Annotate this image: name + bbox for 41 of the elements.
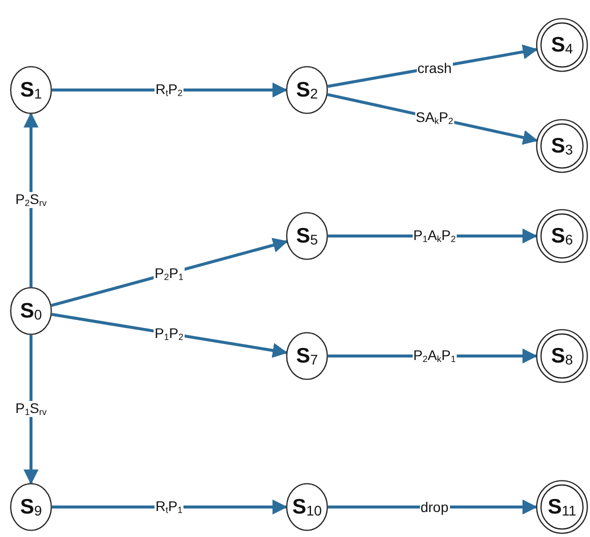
state-label: S$_{3}$ bbox=[551, 136, 573, 156]
state-circle bbox=[286, 66, 328, 114]
state-label: S$_{11}$ bbox=[548, 496, 576, 518]
edge-label: P$_{2}$A$_{k}$P$_{1}$ bbox=[412, 348, 457, 364]
edge-label: R$_{t}$P$_{2}$ bbox=[154, 82, 184, 98]
state-label: S$_{5}$ bbox=[296, 226, 318, 246]
state-label: S$_{1}$ bbox=[20, 80, 42, 100]
state-label: S$_{6}$ bbox=[551, 226, 573, 246]
accepting-state-circle bbox=[536, 18, 588, 72]
edge-label: P$_{2}$P$_{1}$ bbox=[154, 266, 184, 282]
arrow bbox=[24, 112, 38, 287]
edge-label: P$_{1}$A$_{k}$P$_{2}$ bbox=[412, 228, 457, 244]
accepting-state-circle bbox=[536, 119, 588, 173]
state-label: S$_{9}$ bbox=[20, 496, 42, 518]
arrow bbox=[52, 500, 288, 514]
state-circle bbox=[286, 483, 328, 531]
edge-label: drop bbox=[419, 500, 450, 514]
state-circle bbox=[286, 212, 328, 260]
arrow bbox=[52, 82, 288, 98]
arrow bbox=[24, 335, 38, 484]
state-label: S$_{10}$ bbox=[292, 496, 322, 518]
arrow bbox=[51, 238, 288, 307]
edge-label: P$_{1}$S$_{rv}$ bbox=[14, 401, 48, 417]
accepting-state-circle bbox=[536, 329, 588, 383]
edge-label: P$_{1}$P$_{2}$ bbox=[154, 326, 184, 342]
edge-label: SA$_{k}$P$_{2}$ bbox=[414, 110, 454, 126]
state-label: S$_{4}$ bbox=[551, 34, 573, 56]
accepting-state-circle bbox=[536, 480, 588, 534]
state-circle bbox=[286, 332, 328, 380]
state-label: S$_{2}$ bbox=[296, 80, 318, 100]
arrow bbox=[52, 312, 288, 358]
accepting-state-circle bbox=[536, 209, 588, 263]
state-circle bbox=[10, 287, 52, 335]
state-label: S$_{0}$ bbox=[20, 300, 42, 322]
edge-label: crash bbox=[416, 60, 453, 74]
edge-label: P$_{2}$S$_{rv}$ bbox=[14, 192, 48, 208]
edge-label: R$_{t}$P$_{1}$ bbox=[154, 499, 184, 515]
state-circle bbox=[10, 66, 52, 114]
state-label: S$_{8}$ bbox=[551, 346, 573, 366]
state-circle bbox=[10, 483, 52, 531]
state-label: S$_{7}$ bbox=[296, 346, 318, 366]
